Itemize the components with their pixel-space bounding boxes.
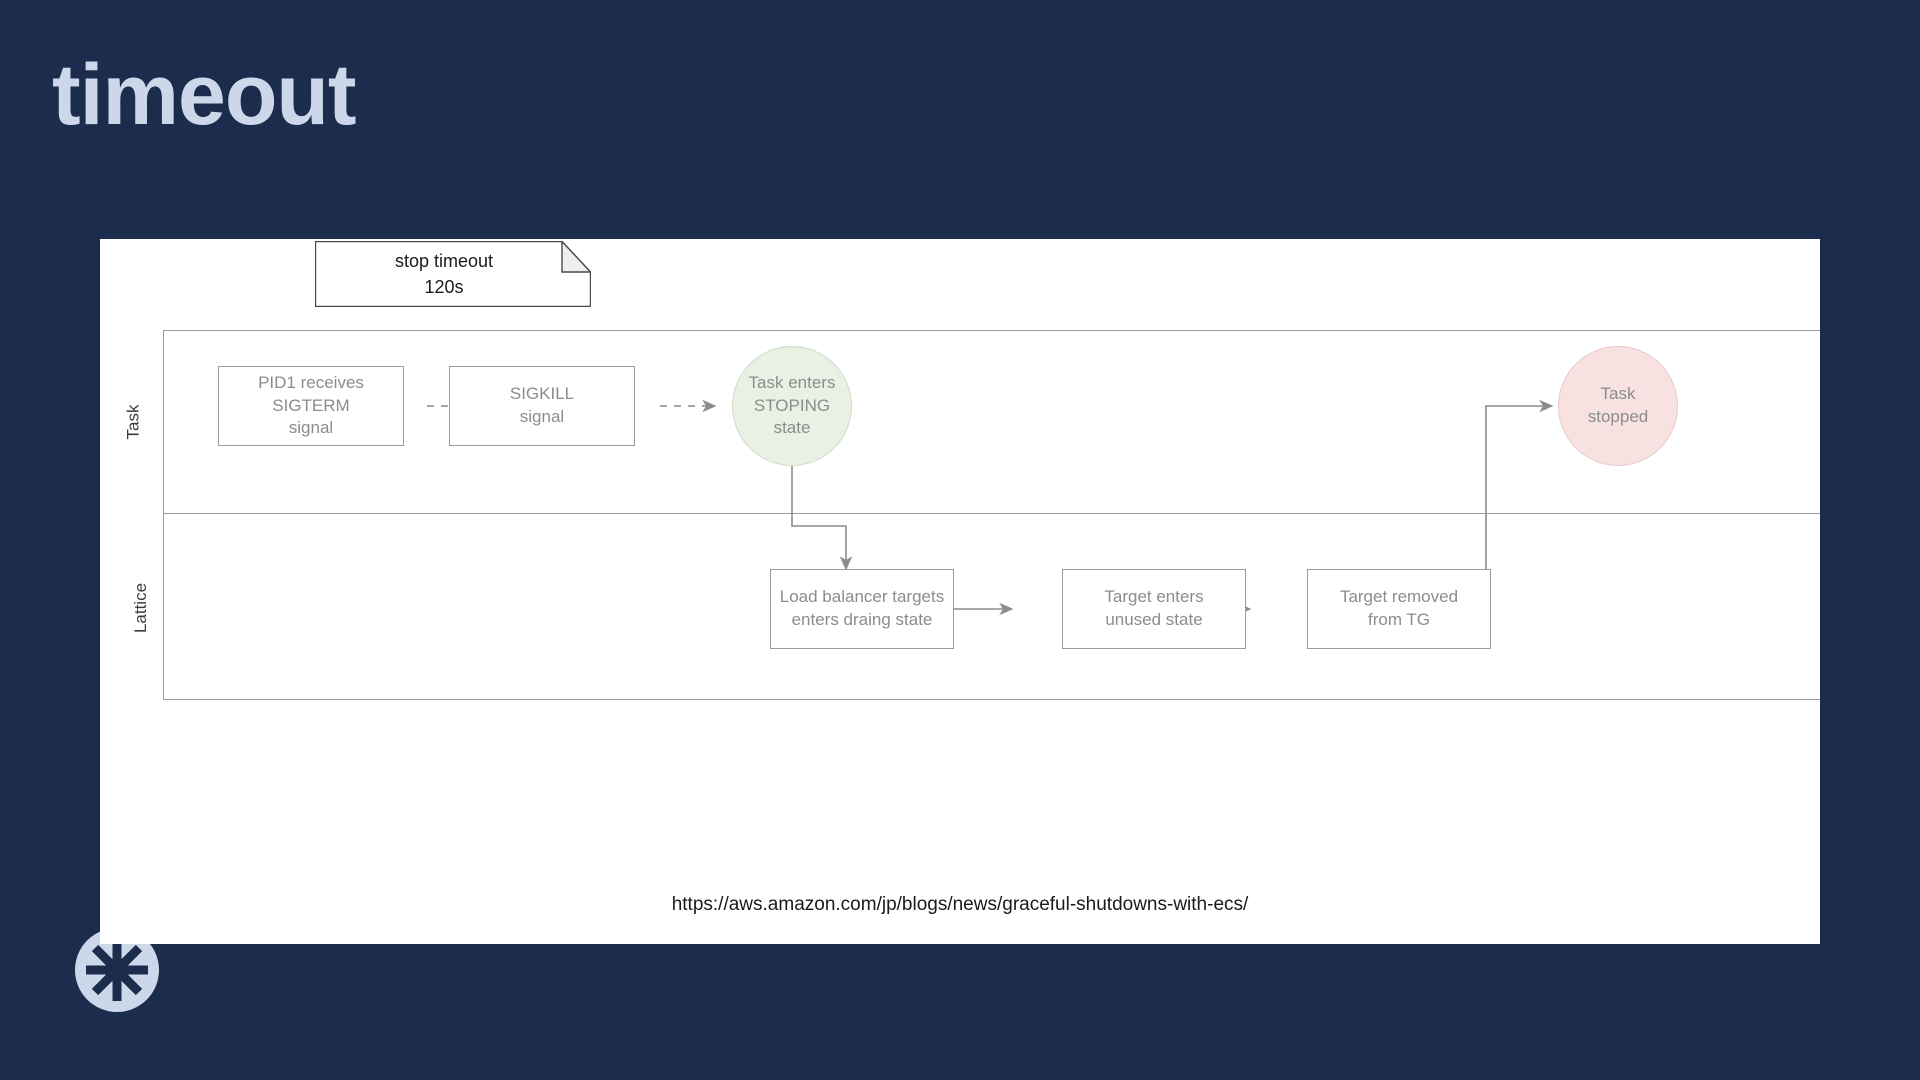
lane-label-lattice: Lattice	[131, 582, 151, 633]
node-pid1-receives-sigterm[interactable]: PID1 receives SIGTERM signal	[218, 366, 404, 446]
node-label: Task stopped	[1587, 384, 1649, 426]
page-title: timeout	[52, 47, 357, 143]
diagram-panel: Task Lattice	[100, 239, 1820, 944]
node-target-enters-unused-state[interactable]: Target enters unused state	[1062, 569, 1246, 649]
lane-lattice: Lattice	[131, 514, 1820, 701]
lane-task: Task	[123, 331, 1820, 514]
node-label: Target removed from TG	[1339, 587, 1459, 629]
node-target-removed-from-tg[interactable]: Target removed from TG	[1307, 569, 1491, 649]
swimlane-pool: Task Lattice	[123, 330, 1820, 701]
node-label: Target enters unused state	[1104, 587, 1204, 629]
node-sigkill-signal[interactable]: SIGKILL signal	[449, 366, 635, 446]
node-label: SIGKILL signal	[509, 384, 575, 426]
lane-label-task: Task	[123, 404, 143, 440]
node-load-balancer-targets-draining[interactable]: Load balancer targets enters draing stat…	[770, 569, 954, 649]
node-label: Load balancer targets enters draing stat…	[779, 587, 945, 629]
source-url[interactable]: https://aws.amazon.com/jp/blogs/news/gra…	[671, 894, 1249, 915]
note-label: stop timeout 120s	[394, 250, 494, 297]
node-task-enters-stoping-state[interactable]: Task enters STOPING state	[732, 346, 852, 466]
node-task-stopped[interactable]: Task stopped	[1558, 346, 1678, 466]
note-shape-icon	[315, 241, 591, 307]
node-label: Task enters STOPING state	[748, 372, 836, 438]
note-stop-timeout[interactable]: stop timeout 120s	[315, 241, 591, 307]
asterisk-logo	[72, 925, 162, 1015]
node-label: PID1 receives SIGTERM signal	[258, 372, 364, 438]
